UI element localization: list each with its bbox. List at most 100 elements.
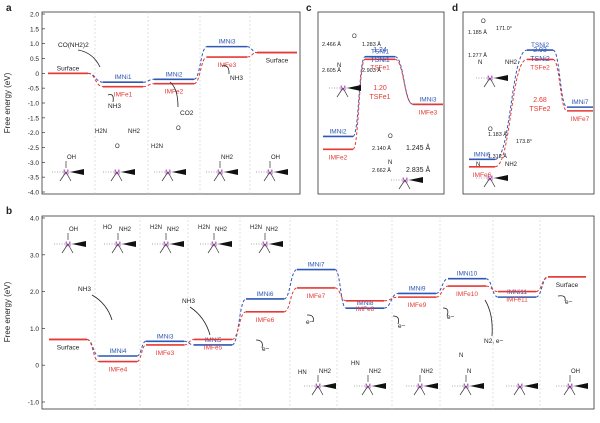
panel-b-frame [41,215,595,410]
panel-a-ni-connector [193,46,208,80]
bond [398,179,406,190]
panel-d-ni-state-label: TSNi2 [531,42,549,49]
panel-b-fe-connector [86,338,100,363]
panel-d-fe-state-label: IMFe6 [473,172,492,179]
panel-d-fe-connector [552,58,568,112]
bond [489,77,496,88]
panel-b-fe-state-label: IMFe11 [506,297,528,304]
panel-c-distance-ni: 2.466 Å [322,41,341,48]
panel-c-ni-state-label: IMNi3 [420,96,437,103]
panel-b-ni-state-label: IMNi6 [257,291,274,298]
adsorption-site: M NH2 [406,369,438,396]
metal-atom-label: M [267,170,273,177]
panel-b-ni-state-label: IMNi7 [308,262,325,269]
bond [116,171,123,182]
adsorption-site: MOH [52,155,84,182]
panel-b-fe-state-label: IMFe5 [204,344,223,351]
ligand-label: H2N [198,225,210,231]
y-tick-label: -2.0 [28,130,40,137]
wedge-bond [424,383,438,389]
ligand-label: N [459,353,463,359]
panel-b-ylabel: Free energy (eV) [3,281,12,342]
y-tick-label: -0.5 [28,86,40,93]
panel-b-fe-state-label: Surface [556,282,579,289]
wedge-bond [218,241,232,247]
adsorption-site: M [506,383,538,396]
wedge-bond [121,169,135,175]
wedge-bond [494,175,508,181]
wedge-bond [409,177,423,183]
panel-a-arrow [221,65,230,75]
panel-b-gridlines [94,216,541,409]
panel-a-arrow [77,49,101,68]
panel-a-fe-state-label: IMFe2 [165,89,184,96]
ligand-label: H2N [151,144,163,150]
ligand-label: NH2 [266,227,279,233]
panel-b-ni-state-label: IMNi5 [205,337,222,344]
adsorption-site: MOH [54,227,86,254]
bond [569,385,576,396]
metal-atom-label: M [365,384,371,391]
y-tick-label: -1.0 [28,101,40,108]
y-tick-label: -4.0 [28,190,40,197]
panel-c-fe-state-label: TSFe1 [370,64,390,71]
bond [111,243,119,254]
y-tick-label: -1.0 [28,400,40,407]
panel-a-fe-connector [246,52,258,58]
panel-c-fe-connector [394,58,414,105]
metal-atom-label: M [417,384,423,391]
bond [404,179,411,190]
panel-c-barrier-ni: 1.24 [373,47,387,54]
panel-c-fe-state-label: IMFe2 [329,154,348,161]
wedge-bond [72,241,86,247]
bond [519,385,526,396]
metal-atom-label: M [262,242,268,249]
wedge-bond [322,383,336,389]
ligand-label: HN [351,361,360,367]
adsorption-site: M NH2 [251,227,283,254]
panel-b-ni-state-label: IMNi8 [357,300,374,307]
panel-a-ni-state-label: IMNi2 [166,71,183,78]
panel-a-arrow [107,94,114,103]
panel-a-fe-connector [193,56,208,85]
ligand-label: O [388,134,393,140]
bond [219,171,226,182]
panel-b-ni-connector [136,340,147,357]
ligand-label: N [478,60,482,66]
panel-b-fe-state-label: Surface [57,344,80,351]
panel-b-fe-connector [383,296,399,302]
bond [263,171,271,182]
panel-c-ts-ni: TSNi1 [370,57,390,64]
ligand-label: NH2 [421,369,434,375]
panel-a-fe-state-label: IMFe1 [114,92,133,99]
panel-c-barrier-fe: 1.20 [373,85,387,92]
ligand-label: NH2 [221,155,234,161]
bond [483,177,491,188]
wedge-bond [70,169,84,175]
y-tick-label: 4.0 [30,216,39,223]
panel-b-fe-state-label: IMFe9 [408,302,427,309]
panel-b-ni-connector [231,298,247,346]
panel-c-ni-state-label: TSNi1 [371,49,389,56]
panel-b-fe-connector [334,287,347,302]
wedge-bond [494,75,508,81]
panel-b-ni-state-label: IMNi11 [507,289,527,296]
bond [61,243,69,254]
metal-atom-label: M [165,170,171,177]
adsorption-site: M [154,169,186,182]
ligand-label: NH2 [215,227,228,233]
panel-d-distance-ni: 1.277 Å [468,52,487,59]
ligand-label: H2N [250,225,262,231]
panel-a-ylabel: Free energy (eV) [3,72,12,133]
panel-d-barrier-ni: 2.93 [533,47,547,54]
panel-c-distance-fe: 2.140 Å [372,145,391,152]
bond [413,385,421,396]
